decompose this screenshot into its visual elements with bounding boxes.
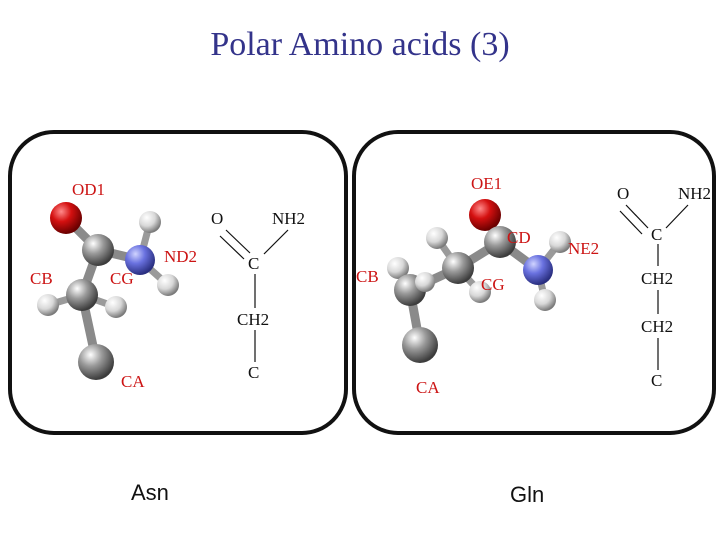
asn-formula-nh2: NH2 [272, 209, 306, 228]
asn-hydrogen-atom [139, 211, 161, 233]
asn-nd2-label: ND2 [164, 247, 198, 266]
gln-hydrogen-atom [534, 289, 556, 311]
gln-formula-o: O [617, 184, 630, 203]
gln-cg-label: CG [481, 275, 505, 294]
gln-formula-ch2-1: CH2 [641, 269, 674, 288]
gln-ca-label: CA [416, 378, 440, 397]
asn-formula-c-bottom: C [248, 363, 260, 382]
gln-ne2-label: NE2 [568, 239, 600, 258]
asn-formula-ch2: CH2 [237, 310, 270, 329]
gln-formula-bonds [619, 204, 689, 370]
gln-formula-nh2: NH2 [678, 184, 712, 203]
gln-cd-atom [484, 226, 516, 258]
gln-cb-label: CB [356, 267, 379, 286]
gln-cd-label: CD [507, 228, 531, 247]
asn-hydrogen-atom [105, 296, 127, 318]
asn-formula-o: O [211, 209, 224, 228]
gln-cg-atom [442, 252, 474, 284]
gln-hydrogen-atom [415, 272, 435, 292]
gln-hydrogen-atom [387, 257, 409, 279]
gln-ca-atom [402, 327, 438, 363]
asn-atoms [37, 202, 179, 380]
asn-hydrogen-atom [157, 274, 179, 296]
asn-nd2-atom [125, 245, 155, 275]
gln-ne2-atom [523, 255, 553, 285]
asn-cb-atom [66, 279, 98, 311]
gln-oe1-label: OE1 [471, 174, 503, 193]
asn-cb-label: CB [30, 269, 53, 288]
gln-formula-ch2-2: CH2 [641, 317, 674, 336]
gln-hydrogen-atom [549, 231, 571, 253]
gln-atoms [387, 199, 571, 363]
gln-panel [352, 130, 716, 435]
asn-cg-label: CG [110, 269, 134, 288]
asn-od1-label: OD1 [72, 180, 106, 199]
asn-caption: Asn [131, 480, 169, 505]
asn-formula-bonds [219, 229, 289, 362]
asn-cg-atom [82, 234, 114, 266]
asn-panel [8, 130, 348, 435]
asn-hydrogen-atom [37, 294, 59, 316]
gln-hydrogen-atom [469, 281, 491, 303]
asn-ca-atom [78, 344, 114, 380]
gln-caption: Gln [510, 482, 545, 507]
gln-formula-c-bottom: C [651, 371, 663, 390]
page-title: Polar Amino acids (3) [210, 26, 510, 63]
gln-formula-c-top: C [651, 225, 663, 244]
asn-od1-atom [50, 202, 82, 234]
gln-oe1-atom [469, 199, 501, 231]
asn-ca-label: CA [121, 372, 145, 391]
asn-formula-c-top: C [248, 254, 260, 273]
gln-hydrogen-atom [426, 227, 448, 249]
